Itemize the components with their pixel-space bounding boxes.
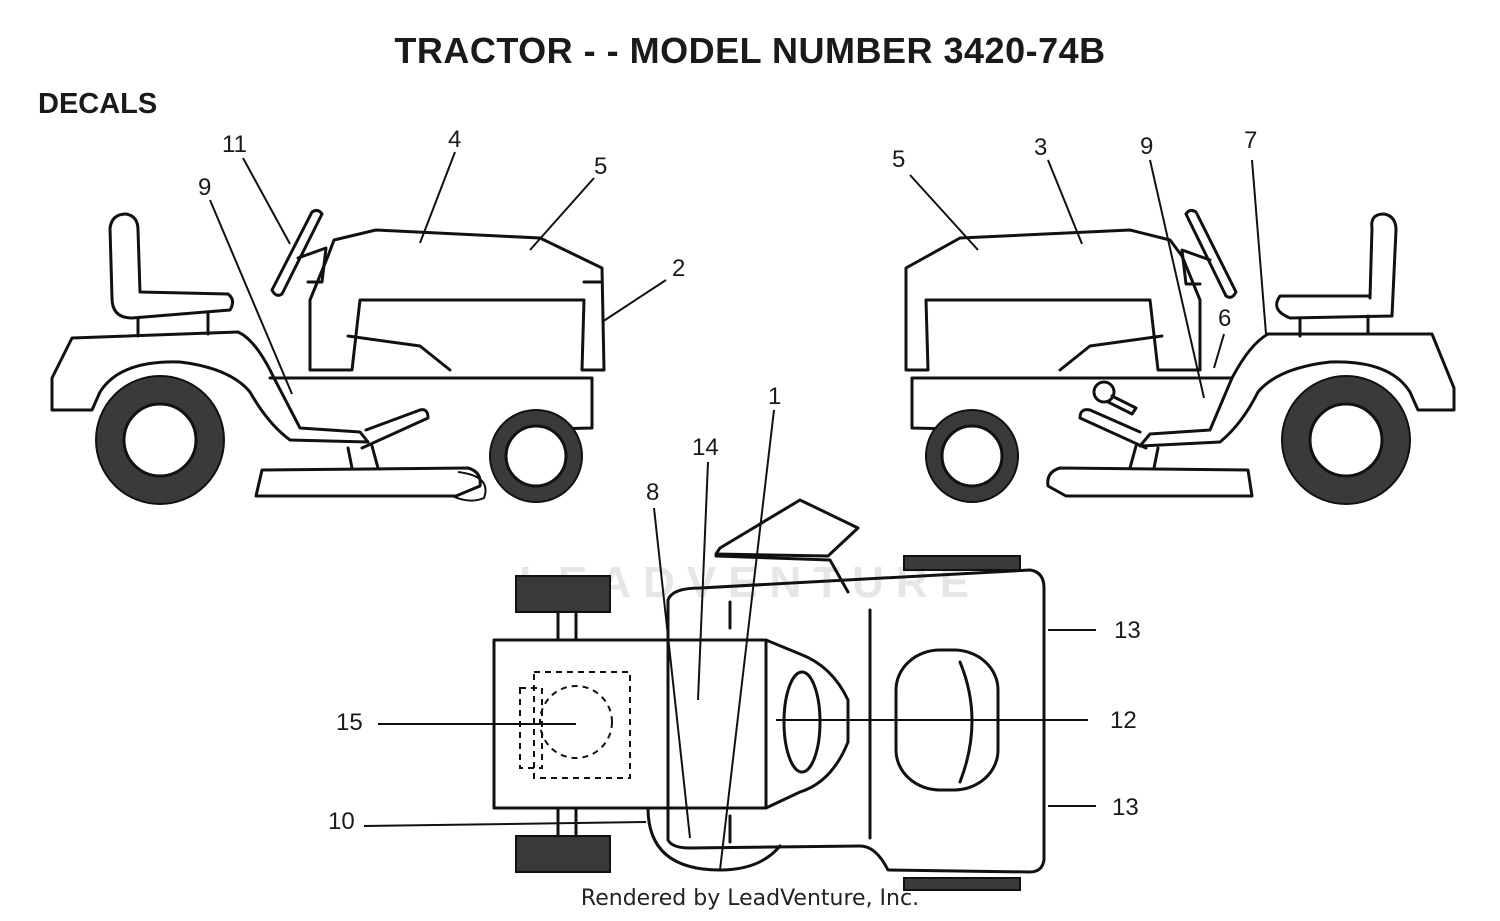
callout-14: 14 — [692, 434, 719, 461]
callout-5-right: 5 — [892, 146, 905, 173]
callout-4: 4 — [448, 126, 461, 153]
diagram-title: TRACTOR - - MODEL NUMBER 3420-74B — [394, 30, 1106, 71]
callout-13-lower: 13 — [1112, 794, 1139, 821]
top-front-tire-lower — [903, 877, 1021, 891]
tractor-left-side-view — [50, 208, 606, 505]
callout-15: 15 — [336, 709, 363, 736]
seat-left — [108, 212, 235, 320]
callout-1: 1 — [768, 383, 781, 410]
top-front-tire-upper — [903, 555, 1021, 571]
seat-right — [1275, 212, 1398, 320]
callout-10: 10 — [328, 808, 355, 835]
callout-13-upper: 13 — [1114, 617, 1141, 644]
callout-6: 6 — [1218, 305, 1231, 332]
callout-7: 7 — [1244, 127, 1257, 154]
callout-12: 12 — [1110, 707, 1137, 734]
steering-wheel-right — [1184, 208, 1238, 299]
mower-deck-left — [254, 466, 482, 498]
hood-right — [904, 228, 1202, 372]
callout-9-left: 9 — [198, 174, 211, 201]
top-body-outline — [666, 568, 1046, 874]
fender-right — [1138, 332, 1456, 448]
footer-credit: Rendered by LeadVenture, Inc. — [580, 886, 920, 911]
tractor-top-view — [492, 498, 1046, 891]
mower-deck-right — [1046, 466, 1254, 498]
tractor-right-side-view — [904, 208, 1456, 505]
callout-2: 2 — [672, 255, 685, 282]
callout-9-right: 9 — [1140, 133, 1153, 160]
fender-left — [50, 330, 370, 444]
callout-labels: 11 4 5 9 2 5 3 9 7 6 1 14 8 15 10 12 13 … — [198, 126, 1257, 835]
callout-3: 3 — [1034, 134, 1047, 161]
callout-8: 8 — [646, 479, 659, 506]
section-heading: DECALS — [38, 88, 158, 120]
callout-5-left: 5 — [594, 153, 607, 180]
steering-wheel-left — [270, 208, 324, 297]
leader-lines — [209, 151, 1267, 871]
top-rear-tire-upper — [515, 575, 611, 613]
callout-11: 11 — [222, 131, 247, 158]
top-rear-tire-lower — [515, 835, 611, 873]
hood-left — [308, 228, 606, 372]
